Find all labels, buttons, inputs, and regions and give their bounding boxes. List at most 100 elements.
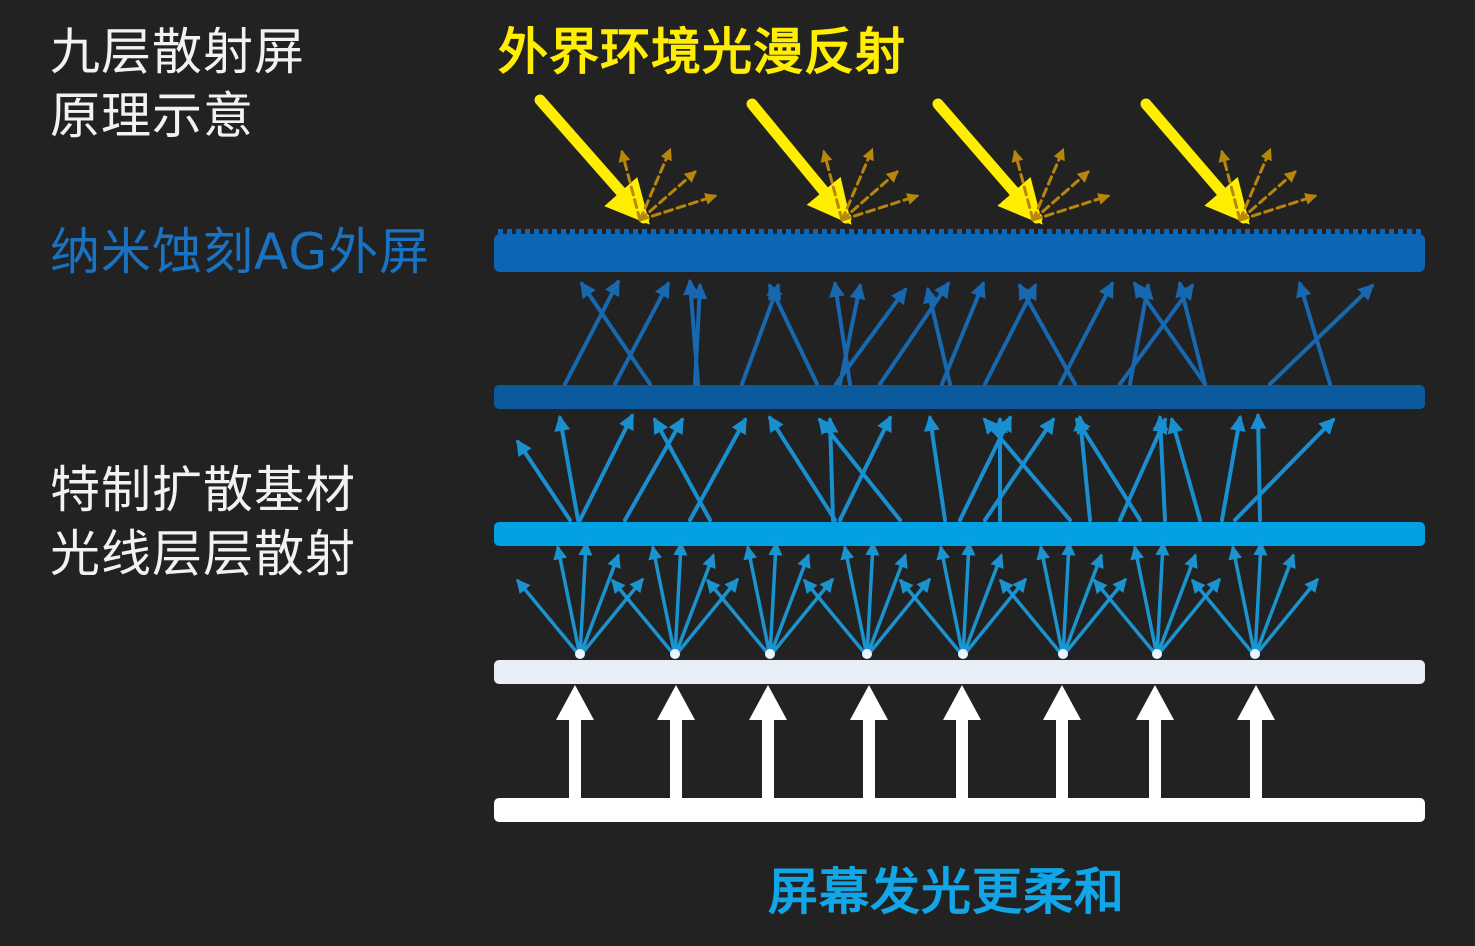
reflection-arrow <box>1238 170 1297 222</box>
scatter-arrow-middle <box>1220 414 1246 522</box>
scatter-arrow-middle <box>768 415 837 522</box>
scatter-arrow-middle <box>958 415 1012 522</box>
scatter-arrow-middle <box>983 417 1055 522</box>
diffuse-reflection-arrows <box>618 147 1318 222</box>
ag-texture-bump <box>1200 229 1205 236</box>
ag-texture-bump <box>1317 229 1322 236</box>
ambient-light-arrow <box>534 94 650 225</box>
reflection-arrow <box>840 193 920 222</box>
ag-texture-bump <box>1164 229 1169 236</box>
diagram-title: 九层散射屏 原理示意 <box>50 20 305 148</box>
ag-texture-bump <box>624 229 629 236</box>
ag-texture-bump <box>1227 229 1232 236</box>
diffusion-label-line-2: 光线层层散射 <box>50 525 356 583</box>
emission-arrow <box>768 541 783 658</box>
ag-texture-bump <box>1353 229 1358 236</box>
emission-arrow <box>1093 578 1159 658</box>
ag-texture-bump <box>1101 229 1106 236</box>
ag-texture-bump <box>1371 229 1376 236</box>
ag-texture-bump <box>741 229 746 236</box>
scatter-arrow-upper <box>838 282 866 386</box>
scatter-arrow-middle <box>1233 417 1336 522</box>
ag-texture-bump <box>669 229 674 236</box>
emission-arrow <box>706 578 772 658</box>
ag-texture-bump <box>1281 229 1286 236</box>
ag-texture-bump <box>1209 229 1214 236</box>
emission-arrow <box>1061 553 1104 658</box>
ag-texture-bump <box>921 229 926 236</box>
ag-texture-bump <box>1191 229 1196 236</box>
emission-arrow <box>999 578 1065 658</box>
backlight-arrow-shaft <box>956 718 968 798</box>
ag-texture-bump <box>633 229 638 236</box>
ag-texture-bump <box>588 229 593 236</box>
ag-texture-bump <box>705 229 710 236</box>
emission-point <box>575 649 585 659</box>
ag-texture-bump <box>1056 229 1061 236</box>
ag-texture-bump <box>1263 229 1268 236</box>
emitter-layer <box>494 660 1425 684</box>
emission-arrow <box>768 577 834 658</box>
ag-texture-bump <box>1218 229 1223 236</box>
reflection-arrow <box>1238 193 1318 222</box>
ag-texture-bump <box>1362 229 1367 236</box>
ambient-light-arrow <box>746 98 852 225</box>
scatter-arrow-upper <box>563 279 620 386</box>
ag-texture-bump <box>1236 229 1241 236</box>
ag-texture-bump <box>1137 229 1142 236</box>
ambient-light-arrows <box>534 94 1250 225</box>
emission-arrow <box>961 553 1004 658</box>
emission-arrow <box>611 578 677 658</box>
backlight-arrow-shaft <box>1056 718 1068 798</box>
scatter-arrow-middle <box>818 417 902 522</box>
emission-arrow <box>578 553 621 658</box>
emission-arrow <box>865 577 931 658</box>
backlight-arrow-head <box>943 685 981 720</box>
scatter-arrow-upper <box>940 281 986 386</box>
emission-arrow <box>1061 577 1127 658</box>
reflection-arrow <box>840 147 874 222</box>
scatter-arrow-upper <box>983 283 1037 386</box>
scatter-arrow-upper <box>1296 280 1332 386</box>
ag-texture-bump <box>786 229 791 236</box>
ag-texture-bump <box>1029 229 1034 236</box>
reflection-arrow <box>820 149 844 222</box>
scatter-arrow-middle <box>923 414 947 522</box>
ag-etched-texture <box>498 229 1421 236</box>
ag-texture-bump <box>543 229 548 236</box>
diffusion-label-line-1: 特制扩散基材 <box>50 461 356 519</box>
scatter-arrow-upper <box>828 280 852 386</box>
ag-texture-bump <box>984 229 989 236</box>
emission-arrow <box>1228 545 1257 658</box>
ag-texture-bump <box>867 229 872 236</box>
emission-arrow <box>1253 553 1296 658</box>
emission-arrow <box>1036 545 1065 658</box>
scatter-arrow-middle <box>688 417 747 522</box>
ag-texture-bump <box>903 229 908 236</box>
emission-arrow <box>1061 541 1076 658</box>
ag-texture-bump <box>1380 229 1385 236</box>
scatter-arrow-middle <box>578 413 634 522</box>
ag-texture-bump <box>1020 229 1025 236</box>
ag-texture-bump <box>1398 229 1403 236</box>
ag-texture-bump <box>777 229 782 236</box>
backlight-arrow-shaft <box>1250 718 1262 798</box>
emission-arrow <box>578 577 644 658</box>
scatter-arrow-middle <box>1118 417 1168 522</box>
emission-arrow <box>553 545 582 658</box>
ag-texture-bump <box>876 229 881 236</box>
backlight-arrows <box>556 685 1275 798</box>
ag-texture-bump <box>1065 229 1070 236</box>
backlight-arrow-shaft <box>863 718 875 798</box>
ag-texture-bump <box>534 229 539 236</box>
reflection-arrow <box>1218 149 1242 222</box>
ag-texture-bump <box>1272 229 1277 236</box>
emission-arrow <box>1191 578 1257 658</box>
emission-arrow <box>1253 577 1319 658</box>
reflection-arrow <box>840 170 899 222</box>
emission-arrow <box>673 553 716 658</box>
ag-outer-screen-label: 纳米蚀刻AG外屏 <box>50 223 431 281</box>
ag-texture-bump <box>858 229 863 236</box>
ag-texture-bump <box>723 229 728 236</box>
scatter-arrow-middle <box>1167 416 1202 522</box>
